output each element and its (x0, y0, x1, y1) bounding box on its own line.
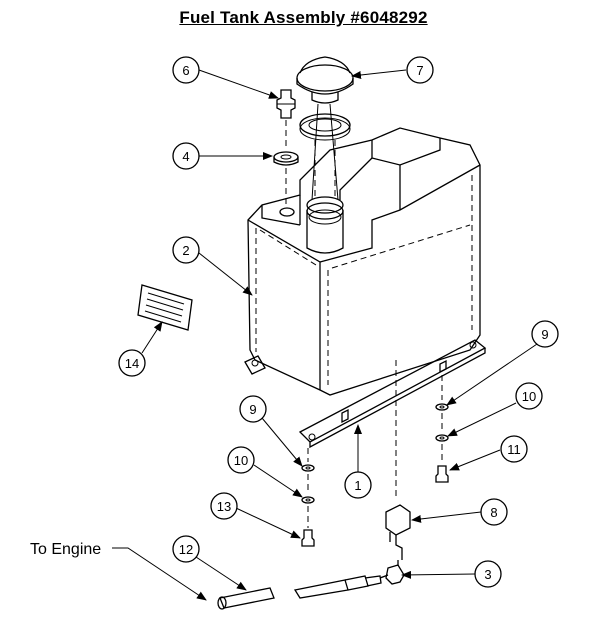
callout-9-right: 9 (531, 320, 559, 348)
vent-fitting (273, 89, 299, 205)
callout-14: 14 (118, 349, 146, 377)
callout-4: 6 (172, 56, 200, 84)
callout-13: 13 (210, 492, 238, 520)
callout-12: 12 (172, 535, 200, 563)
fuel-hose (217, 575, 382, 610)
svg-text:10: 10 (522, 389, 536, 404)
svg-text:14: 14 (125, 356, 139, 371)
callout-10-left: 10 (227, 446, 255, 474)
callout-2: 2 (172, 236, 200, 264)
callout-1: 1 (344, 471, 372, 499)
mounting-strap (298, 339, 487, 500)
callout-8: 3 (474, 560, 502, 588)
callout-11: 11 (500, 435, 528, 463)
svg-text:3: 3 (484, 567, 491, 582)
fuel-tank-body (244, 127, 481, 396)
callout-circles: 6 7 4 2 14 9 10 11 9 10 1 13 8 12 3 (118, 56, 559, 588)
svg-text:6: 6 (182, 63, 189, 78)
left-hardware (301, 448, 315, 547)
svg-text:1: 1 (354, 478, 361, 493)
leader-lines (112, 69, 541, 601)
shutoff-valve (385, 504, 411, 560)
svg-text:8: 8 (490, 505, 497, 520)
callout-10-right: 10 (515, 382, 543, 410)
callout-9-left: 9 (239, 395, 267, 423)
callout-3: 4 (172, 142, 200, 170)
diagram-title: Fuel Tank Assembly #6048292 (179, 8, 428, 27)
svg-text:9: 9 (249, 402, 256, 417)
right-hardware (435, 403, 449, 483)
svg-text:11: 11 (507, 442, 521, 457)
to-engine-label: To Engine (30, 541, 101, 558)
svg-text:13: 13 (217, 499, 231, 514)
warning-decal (137, 284, 193, 331)
fuel-elbow (379, 560, 405, 585)
svg-text:12: 12 (179, 542, 193, 557)
svg-text:7: 7 (416, 63, 423, 78)
callout-6: 7 (406, 56, 434, 84)
callout-7: 8 (480, 498, 508, 526)
svg-text:10: 10 (234, 453, 248, 468)
filler-neck (306, 140, 344, 254)
svg-text:9: 9 (541, 327, 548, 342)
svg-text:2: 2 (182, 243, 189, 258)
svg-text:4: 4 (182, 149, 189, 164)
fuel-cap (296, 56, 354, 201)
